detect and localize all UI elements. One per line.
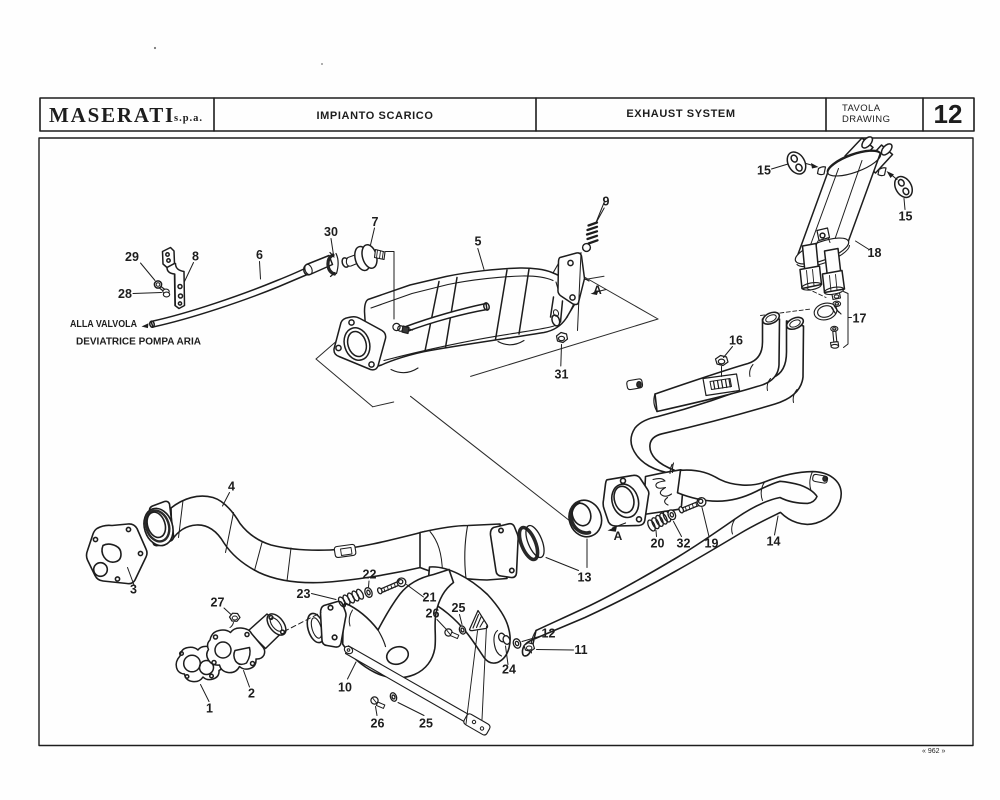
svg-text:IMPIANTO SCARICO: IMPIANTO SCARICO	[317, 110, 434, 122]
svg-text:25: 25	[452, 601, 466, 615]
svg-text:A: A	[593, 283, 602, 297]
svg-text:11: 11	[574, 643, 587, 657]
svg-text:19: 19	[705, 537, 719, 551]
svg-text:27: 27	[211, 596, 225, 610]
svg-text:21: 21	[423, 591, 437, 605]
svg-text:22: 22	[363, 568, 377, 582]
svg-text:5: 5	[475, 235, 482, 249]
svg-text:16: 16	[729, 334, 743, 348]
svg-text:6: 6	[256, 248, 263, 262]
svg-text:15: 15	[757, 164, 771, 178]
svg-text:20: 20	[651, 537, 665, 551]
svg-text:15: 15	[899, 210, 913, 224]
svg-text:24: 24	[502, 663, 516, 677]
svg-text:EXHAUST SYSTEM: EXHAUST SYSTEM	[626, 108, 735, 120]
svg-text:7: 7	[372, 215, 379, 229]
svg-text:18: 18	[868, 246, 882, 260]
svg-text:12: 12	[542, 627, 556, 641]
svg-text:A: A	[614, 529, 623, 543]
svg-text:32: 32	[677, 537, 691, 551]
svg-text:12: 12	[934, 99, 963, 129]
svg-text:28: 28	[118, 287, 132, 301]
svg-text:23: 23	[297, 587, 311, 601]
svg-text:s.p.a.: s.p.a.	[174, 113, 203, 124]
svg-text:TAVOLA: TAVOLA	[842, 103, 881, 114]
svg-text:26: 26	[426, 607, 440, 621]
svg-text:30: 30	[324, 225, 338, 239]
svg-text:MASERATI: MASERATI	[49, 103, 175, 127]
svg-text:8: 8	[192, 250, 199, 264]
svg-text:31: 31	[555, 368, 569, 382]
svg-text:29: 29	[125, 250, 139, 264]
svg-text:ALLA VALVOLA: ALLA VALVOLA	[70, 318, 137, 330]
svg-text:1: 1	[206, 702, 213, 716]
svg-text:9: 9	[603, 195, 610, 209]
svg-text:DEVIATRICE POMPA ARIA: DEVIATRICE POMPA ARIA	[76, 336, 201, 348]
svg-text:14: 14	[767, 535, 781, 549]
svg-text:« 962 »: « 962 »	[922, 748, 945, 755]
svg-text:26: 26	[371, 717, 385, 731]
svg-text:10: 10	[338, 681, 352, 695]
svg-text:17: 17	[853, 312, 867, 326]
svg-text:2: 2	[248, 687, 255, 701]
svg-text:4: 4	[228, 480, 235, 494]
svg-text:DRAWING: DRAWING	[842, 114, 890, 125]
svg-text:13: 13	[578, 571, 592, 585]
svg-text:3: 3	[130, 583, 137, 597]
svg-text:25: 25	[419, 717, 433, 731]
